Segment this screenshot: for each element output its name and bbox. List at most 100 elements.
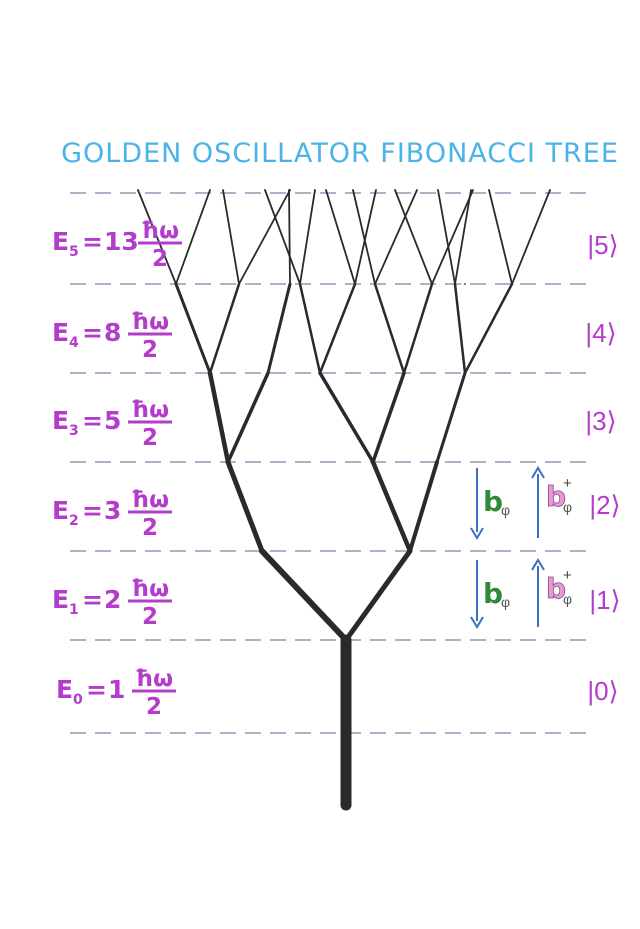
energy-subscript: 4: [69, 335, 79, 351]
fraction-numerator: ħω: [135, 666, 173, 692]
tree-branch: [318, 371, 375, 464]
tree-branch: [394, 189, 433, 285]
energy-coefficient: 5: [104, 406, 121, 435]
tree-branch: [454, 189, 472, 285]
energy-symbol: E: [52, 318, 69, 347]
tree-branch: [259, 548, 349, 643]
annihilation-operator: b: [483, 577, 503, 610]
fraction-denominator: 2: [142, 425, 158, 451]
equals-sign: =: [82, 406, 103, 435]
equals-sign: =: [82, 496, 103, 525]
tree-branch: [318, 282, 357, 375]
tree-branch: [226, 371, 270, 464]
fraction-numerator: ħω: [141, 218, 179, 244]
energy-coefficient: 13: [104, 227, 139, 256]
energy-symbol: E: [52, 406, 69, 435]
tree-branch: [343, 548, 413, 643]
tree-branch: [207, 370, 231, 465]
tree-branch: [435, 371, 467, 464]
tree-branch: [371, 371, 406, 464]
tree-branch: [298, 282, 322, 375]
tree-branch: [222, 189, 240, 285]
creation-operator: b: [546, 480, 566, 513]
creation-superscript: +: [563, 567, 572, 584]
fraction-numerator: ħω: [131, 309, 169, 335]
state-kets: |5⟩|4⟩|3⟩|2⟩|1⟩|0⟩: [585, 230, 620, 706]
creation-superscript: +: [563, 475, 572, 492]
energy-coefficient: 3: [104, 496, 121, 525]
energy-subscript: 0: [73, 692, 83, 708]
tree-branch: [453, 282, 467, 375]
ket-state-5: |5⟩: [587, 230, 618, 260]
equals-sign: =: [82, 318, 103, 347]
tree-branch: [437, 189, 456, 285]
annihilation-subscript: φ: [501, 594, 510, 610]
creation-subscript: φ: [563, 499, 572, 515]
energy-subscript: 1: [69, 602, 79, 618]
tree-branch: [370, 459, 413, 554]
tree-branch: [463, 282, 514, 375]
tree-branch: [288, 189, 291, 285]
ket-state-3: |3⟩: [585, 406, 616, 436]
tree-branch: [238, 189, 291, 285]
energy-coefficient: 8: [104, 318, 121, 347]
tree-branch: [225, 459, 265, 554]
up-arrowhead: [531, 558, 545, 571]
tree-branch: [352, 189, 376, 285]
energy-coefficient: 1: [108, 675, 125, 704]
equals-sign: =: [82, 585, 103, 614]
tree-branch: [374, 189, 418, 285]
tree-branch: [325, 189, 356, 285]
fraction-denominator: 2: [142, 515, 158, 541]
fraction-denominator: 2: [152, 246, 168, 272]
annihilation-operator: b: [483, 485, 503, 518]
ket-state-4: |4⟩: [585, 318, 616, 348]
tree-branch: [174, 282, 212, 375]
level-lines: [70, 192, 590, 734]
energy-subscript: 2: [69, 513, 79, 529]
down-arrowhead: [470, 527, 484, 540]
fraction-numerator: ħω: [131, 576, 169, 602]
creation-operator: b: [546, 572, 566, 605]
tree-branch: [208, 282, 241, 375]
energy-symbol: E: [56, 675, 73, 704]
tree-branch: [137, 189, 177, 285]
ket-state-2: |2⟩: [589, 490, 620, 520]
fraction-numerator: ħω: [131, 487, 169, 513]
down-arrowhead: [470, 616, 484, 629]
diagram-title: GOLDEN OSCILLATOR FIBONACCI TREE: [61, 138, 619, 169]
tree-branch: [511, 189, 551, 285]
tree-branch: [488, 189, 513, 285]
fraction-denominator: 2: [142, 604, 158, 630]
tree-branch: [431, 189, 474, 285]
energy-symbol: E: [52, 585, 69, 614]
tree-branch: [264, 189, 301, 285]
fibonacci-tree: [137, 189, 551, 811]
creation-subscript: φ: [563, 591, 572, 607]
equals-sign: =: [82, 227, 103, 256]
tree-branch: [299, 189, 316, 285]
tree-branch: [402, 282, 434, 375]
energy-subscript: 3: [69, 423, 79, 439]
tree-branch: [373, 282, 406, 375]
up-arrowhead: [531, 466, 545, 479]
energy-subscript: 5: [69, 244, 79, 260]
tree-branch: [408, 460, 439, 553]
tree-branch: [175, 189, 211, 285]
energy-symbol: E: [52, 496, 69, 525]
equals-sign: =: [86, 675, 107, 704]
ket-state-1: |1⟩: [589, 585, 620, 615]
fraction-numerator: ħω: [131, 397, 169, 423]
energy-coefficient: 2: [104, 585, 121, 614]
energy-symbol: E: [52, 227, 69, 256]
tree-branch: [266, 282, 292, 375]
fraction-denominator: 2: [142, 337, 158, 363]
